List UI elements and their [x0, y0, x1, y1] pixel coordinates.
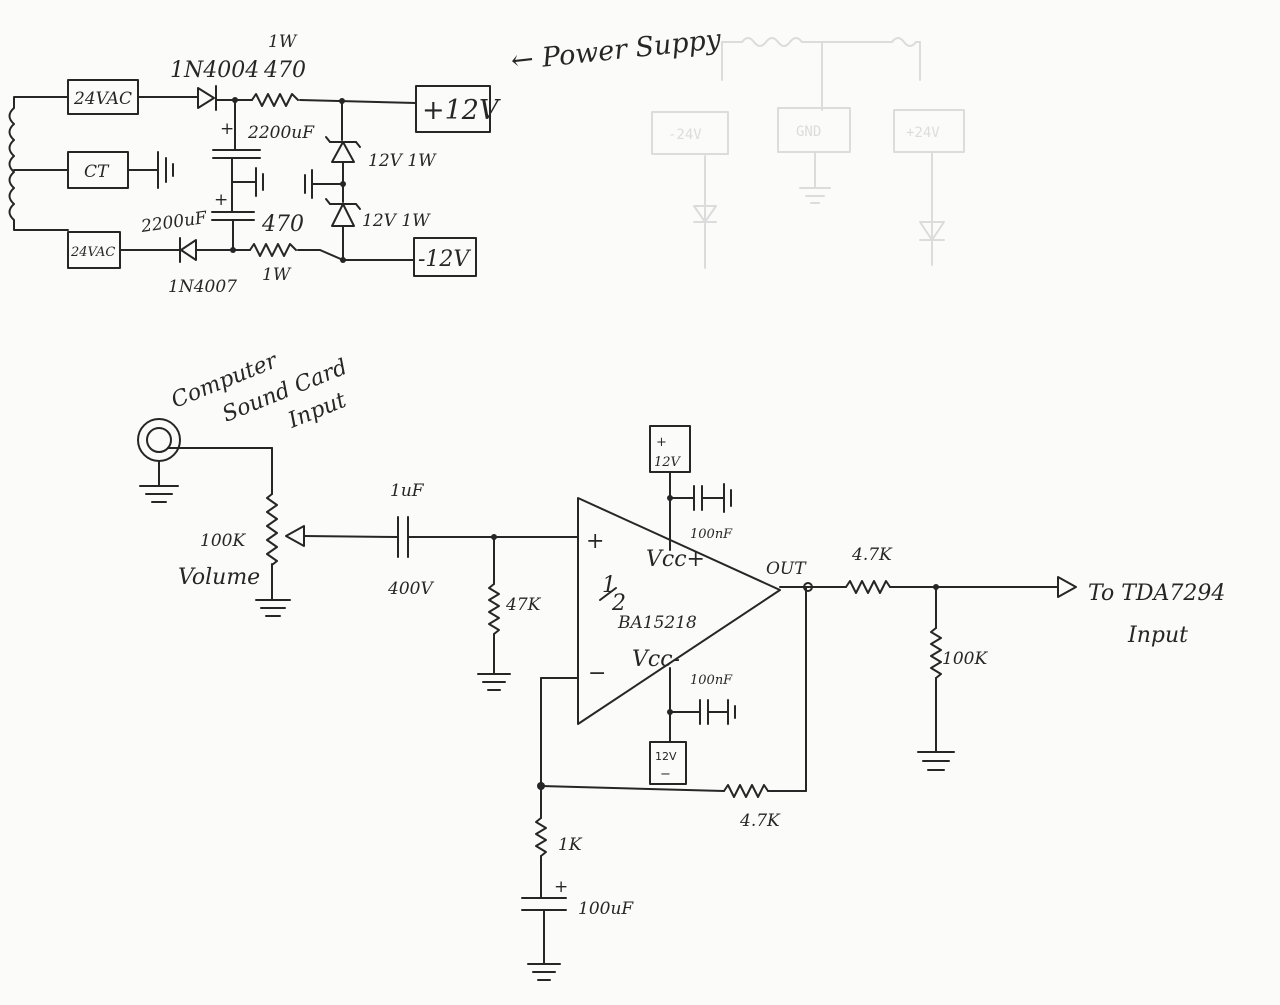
- output-box-negative: [413, 237, 477, 277]
- resistor-1k-label: 1K: [558, 835, 583, 855]
- opamp-vcc-neg: Vcc-: [632, 647, 680, 672]
- ground-icon: [127, 151, 174, 189]
- ground-icon: [917, 751, 955, 771]
- ghost-box-left-label: -24V: [668, 127, 702, 143]
- ground-icon: [304, 169, 344, 199]
- output-label-positive: +12V: [422, 95, 501, 126]
- resistor-bottom-power: 1W: [262, 265, 292, 285]
- input-label-24vac-top: 24VAC: [73, 89, 132, 109]
- resistor-bottom-icon: [249, 243, 297, 257]
- opamp-fraction-bottom: 2: [611, 591, 626, 616]
- output-series-resistor-icon: [845, 580, 891, 594]
- output-arrow-icon: [1057, 576, 1077, 598]
- coupling-cap-value: 1uF: [390, 481, 425, 501]
- cap-bottom-label: 2200uF: [139, 208, 209, 237]
- resistor-47k-label: 47K: [505, 595, 542, 615]
- opamp-part-number: BA15218: [617, 613, 697, 633]
- feedback-resistor-icon: [723, 784, 769, 798]
- diode-bottom-label: 1N4007: [168, 277, 237, 297]
- resistor-top-value: 470: [263, 58, 306, 83]
- decoupling-cap-bottom-label: 100nF: [690, 673, 733, 688]
- volume-pot-icon: [266, 493, 278, 566]
- ground-icon: [231, 167, 264, 197]
- ghost-box-right-label: +24V: [906, 125, 940, 141]
- ground-icon: [477, 673, 511, 691]
- supply-positive-sign: +: [656, 435, 667, 450]
- resistor-47k-icon: [488, 583, 500, 635]
- decoupling-cap-bottom-icon: [669, 699, 736, 725]
- output-load-resistor-label: 100K: [942, 649, 988, 669]
- zener-bottom-label: 12V 1W: [362, 211, 431, 231]
- output-load-resistor-icon: [930, 627, 942, 679]
- diode-top-label: 1N4004: [170, 58, 259, 83]
- diode-bottom-icon: [179, 237, 197, 263]
- audio-jack-icon: [137, 418, 181, 462]
- ground-icon: [527, 963, 561, 981]
- output-series-resistor-label: 4.7K: [851, 545, 893, 565]
- opamp-out-label: OUT: [766, 559, 807, 579]
- pot-wiper-arrow-icon: [285, 525, 305, 547]
- opamp-triangle-icon: [577, 497, 781, 725]
- zener-bottom-icon: [325, 198, 361, 227]
- ground-cap-plus: +: [554, 877, 568, 897]
- diode-top-icon: [197, 85, 217, 111]
- input-label-ct: CT: [84, 162, 110, 182]
- volume-pot-value: 100K: [200, 531, 246, 551]
- opamp-pin-plus: +: [586, 529, 604, 554]
- output-box-positive: [415, 85, 491, 133]
- zener-top-label: 12V 1W: [368, 151, 437, 171]
- resistor-top-power: 1W: [268, 32, 298, 52]
- supply-negative-value: 12V: [655, 750, 677, 763]
- feedback-resistor-label: 4.7K: [739, 811, 781, 831]
- supply-box-negative: [649, 741, 687, 785]
- opamp-vcc-pos: Vcc+: [646, 547, 705, 572]
- volume-pot-name: Volume: [178, 565, 260, 590]
- zener-top-icon: [325, 136, 361, 163]
- ghost-box-right: [893, 109, 965, 153]
- ground-cap-label: 100uF: [578, 899, 634, 919]
- resistor-bottom-value: 470: [261, 212, 304, 237]
- supply-negative-sign: −: [660, 767, 671, 782]
- cap-top-plus: +: [220, 119, 234, 139]
- power-supply-title: ← Power Suppy: [509, 24, 723, 77]
- supply-positive-value: 12V: [654, 455, 682, 470]
- coupling-cap-voltage: 400V: [387, 579, 434, 599]
- decoupling-cap-top-label: 100nF: [690, 527, 733, 542]
- ghost-box-center: [777, 107, 851, 153]
- ghost-box-left: [651, 111, 729, 155]
- decoupling-cap-top-icon: [669, 483, 732, 513]
- amplifier-section: Computer Sound Card Input 100K Volume 1u…: [137, 348, 1225, 981]
- ghost-box-center-label: GND: [796, 124, 821, 140]
- cap-bottom-plus: +: [214, 190, 228, 210]
- ghost-sketch: -24V GND +24V: [651, 37, 965, 269]
- input-label-24vac-bottom: 24VAC: [70, 245, 115, 260]
- output-label-negative: -12V: [418, 247, 471, 272]
- output-label-line2: Input: [1127, 623, 1188, 648]
- resistor-top-icon: [251, 93, 299, 107]
- ground-icon: [139, 485, 179, 503]
- cap-top-label: 2200uF: [247, 123, 315, 143]
- output-label-line1: To TDA7294: [1088, 581, 1225, 606]
- transformer-winding: [8, 96, 69, 231]
- resistor-1k-icon: [535, 817, 547, 857]
- opamp-pin-minus: −: [588, 661, 606, 686]
- power-supply-section: ← Power Suppy 24VAC CT 24VAC 1N4004 1W: [8, 24, 723, 297]
- ground-icon: [255, 599, 291, 617]
